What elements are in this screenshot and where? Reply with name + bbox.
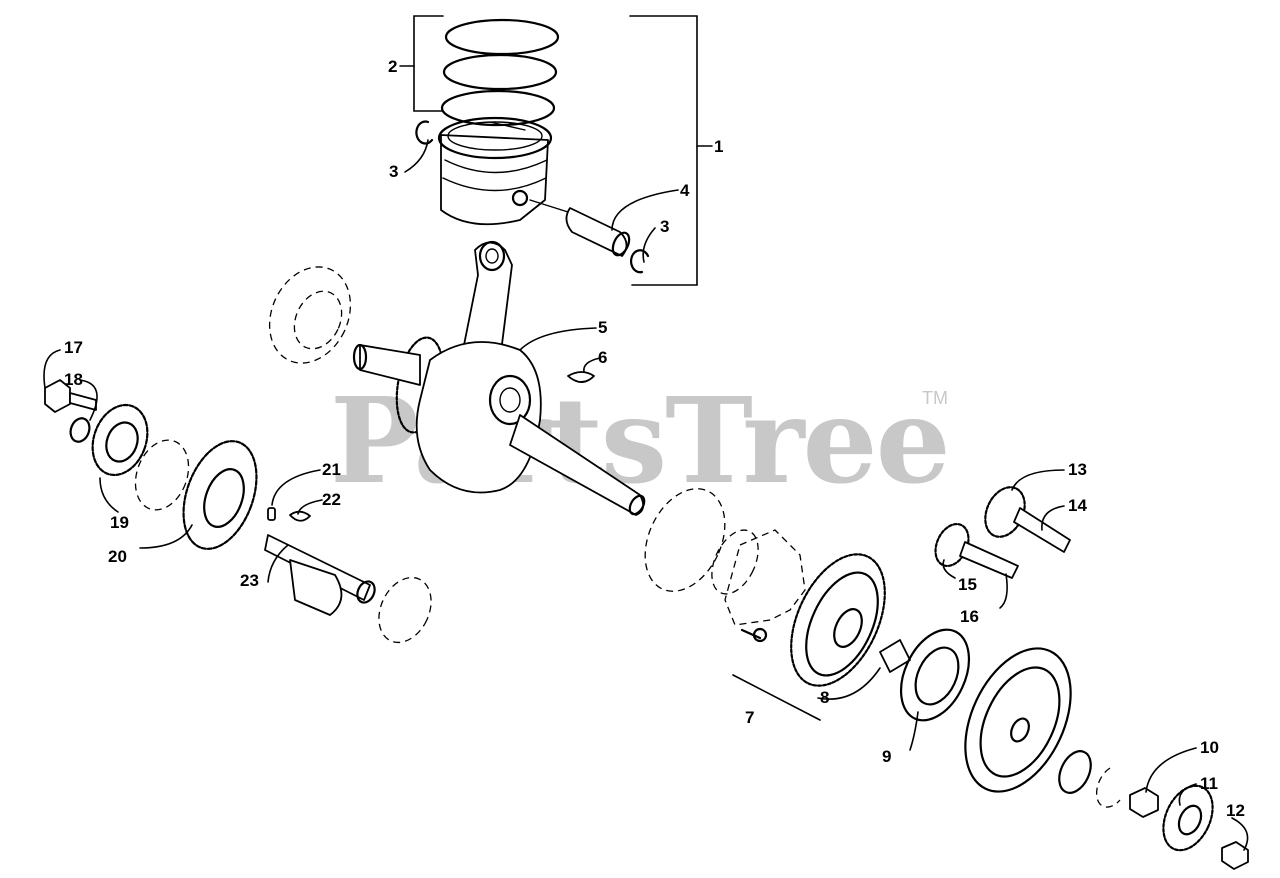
callout-20: 20 bbox=[108, 547, 127, 566]
callout-6: 6 bbox=[598, 348, 607, 367]
piston-ring-oil[interactable] bbox=[440, 89, 556, 127]
watermark-trademark: TM bbox=[922, 388, 948, 408]
callout-17: 17 bbox=[64, 338, 83, 357]
callout-21: 21 bbox=[322, 460, 341, 479]
callout-7: 7 bbox=[745, 708, 754, 727]
callout-22: 22 bbox=[322, 490, 341, 509]
callout-15: 15 bbox=[958, 575, 977, 594]
piston-pin-circlip-left[interactable] bbox=[415, 120, 434, 145]
callout-11: 11 bbox=[1200, 774, 1218, 793]
callout-1: 1 bbox=[714, 137, 723, 156]
bracket-piston-kit bbox=[629, 15, 698, 286]
callout-18: 18 bbox=[64, 370, 83, 389]
piston-pin-circlip-right[interactable] bbox=[630, 249, 650, 274]
gear-nut[interactable] bbox=[1221, 841, 1249, 870]
balancer-driven-gear[interactable] bbox=[170, 431, 270, 559]
idler-shaft-lower[interactable] bbox=[959, 541, 1019, 579]
callout-5: 5 bbox=[598, 318, 607, 337]
balancer-shaft[interactable] bbox=[264, 534, 371, 601]
woodruff-key[interactable] bbox=[567, 371, 595, 383]
callout-2: 2 bbox=[388, 57, 397, 76]
dowel-pin[interactable] bbox=[267, 507, 276, 521]
balancer-key[interactable] bbox=[289, 510, 311, 522]
starter-driven-gear[interactable] bbox=[772, 540, 904, 701]
piston-ring-top[interactable] bbox=[444, 18, 560, 56]
callout-14: 14 bbox=[1068, 496, 1087, 515]
right-side-assembly[interactable] bbox=[630, 476, 1249, 870]
callout-19: 19 bbox=[110, 513, 129, 532]
balancer-bearing-left[interactable] bbox=[126, 433, 198, 518]
balancer-drive-gear[interactable] bbox=[83, 397, 156, 482]
callout-3-right: 3 bbox=[660, 217, 669, 236]
callout-16: 16 bbox=[960, 607, 979, 626]
flywheel[interactable] bbox=[944, 632, 1092, 809]
piston-pin[interactable] bbox=[565, 207, 628, 257]
callout-13: 13 bbox=[1068, 460, 1087, 479]
flywheel-nut[interactable] bbox=[1129, 787, 1159, 818]
piston[interactable] bbox=[440, 134, 549, 226]
crank-bearing-left[interactable] bbox=[254, 254, 365, 377]
left-gear-train[interactable] bbox=[44, 379, 441, 651]
crank-web[interactable] bbox=[415, 341, 542, 494]
callout-12: 12 bbox=[1226, 801, 1245, 820]
callout-9: 9 bbox=[882, 747, 891, 766]
callout-labels: 1 2 3 4 3 5 6 7 8 9 10 11 12 13 14 15 16… bbox=[64, 57, 1245, 820]
crank-bearing-right[interactable] bbox=[630, 476, 741, 604]
callout-8: 8 bbox=[820, 688, 829, 707]
piston-assembly[interactable] bbox=[413, 15, 698, 286]
drive-gear[interactable] bbox=[1154, 778, 1223, 858]
callout-4: 4 bbox=[680, 181, 690, 200]
bracket-rings bbox=[413, 15, 444, 112]
flange-bolt[interactable] bbox=[44, 379, 71, 413]
callout-3-left: 3 bbox=[389, 162, 398, 181]
crankshaft-assembly[interactable] bbox=[254, 240, 647, 517]
leader-lines bbox=[43, 65, 1249, 851]
piston-ring-middle[interactable] bbox=[442, 53, 558, 91]
one-way-clutch[interactable] bbox=[888, 619, 983, 731]
balancer-bearing-right[interactable] bbox=[369, 569, 441, 651]
callout-23: 23 bbox=[240, 571, 259, 590]
callout-10: 10 bbox=[1200, 738, 1219, 757]
washer[interactable] bbox=[67, 416, 92, 445]
retainer-plate[interactable] bbox=[724, 529, 806, 626]
